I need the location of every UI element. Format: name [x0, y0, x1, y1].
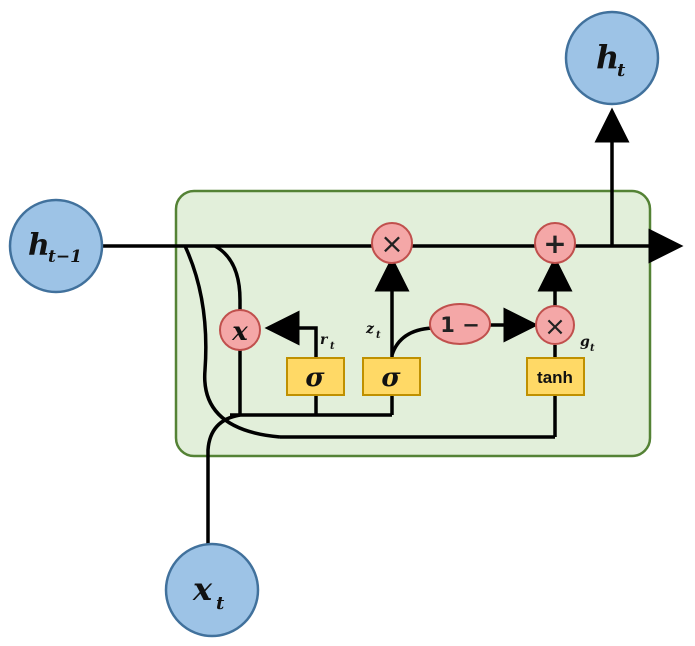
add-operator: + — [534, 222, 576, 264]
z-signal-label: z t — [365, 321, 381, 341]
svg-text:h: h — [596, 38, 619, 76]
x-in-node: x t — [164, 542, 260, 638]
svg-text:t−1: t−1 — [48, 247, 82, 267]
h-prev-branch-2 — [214, 244, 242, 415]
svg-text:h: h — [28, 228, 50, 263]
svg-text:x: x — [231, 317, 248, 347]
r-signal-label: r t — [320, 332, 335, 352]
svg-text:+: + — [543, 227, 566, 260]
svg-text:t: t — [216, 593, 225, 614]
h-prev-node: h t−1 — [8, 198, 104, 294]
one-minus-operator: 1 − — [429, 303, 491, 345]
svg-text:r: r — [320, 332, 329, 348]
g-signal-label: g t — [580, 334, 595, 354]
svg-text:t: t — [376, 330, 381, 341]
svg-text:t: t — [590, 343, 595, 354]
h-prev-branch-1 — [183, 245, 281, 439]
svg-text:t: t — [617, 60, 626, 81]
update-multiply-operator: × — [371, 222, 413, 264]
svg-text:1 −: 1 − — [440, 313, 480, 337]
svg-text:x: x — [192, 570, 213, 608]
svg-text:t: t — [330, 341, 335, 352]
reset-multiply-operator: x — [219, 309, 261, 351]
svg-text:g: g — [580, 334, 590, 350]
svg-text:z: z — [365, 321, 375, 337]
update-gate: σ — [362, 357, 421, 396]
candidate-multiply-operator: × — [535, 305, 575, 345]
update-to-one-minus-wire — [390, 326, 433, 356]
svg-text:×: × — [380, 227, 403, 260]
svg-text:tanh: tanh — [537, 368, 573, 387]
reset-signal-wire — [264, 310, 318, 358]
svg-text:σ: σ — [381, 363, 401, 393]
h-out-node: h t — [564, 10, 660, 106]
svg-text:×: × — [544, 312, 566, 342]
candidate-tanh-gate: tanh — [526, 357, 585, 396]
svg-text:σ: σ — [305, 363, 325, 393]
reset-gate: σ — [286, 357, 345, 396]
